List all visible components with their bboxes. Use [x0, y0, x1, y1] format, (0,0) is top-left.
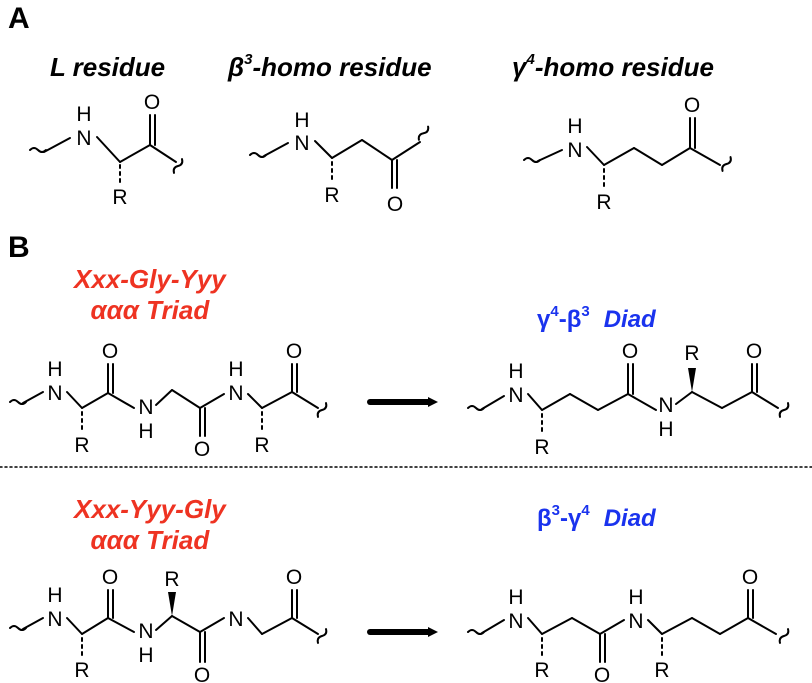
l-residue-structure — [29, 114, 184, 183]
atom-labels: H N O R H N O R H N O R H N O R N H O H … — [47, 91, 762, 683]
atom-r: R — [684, 342, 699, 365]
triad-label-top: Xxx-Gly-Yyy ααα Triad — [74, 264, 226, 325]
beta3-homo-residue-title: β3-homo residue — [228, 51, 432, 82]
atom-n: N — [138, 620, 153, 643]
gamma4-homo-residue-title: γ4-homo residue — [512, 51, 714, 82]
atom-h: H — [228, 358, 243, 381]
gamma4-homo-residue-structure — [523, 117, 732, 187]
atom-r: R — [324, 184, 339, 207]
atom-n: N — [508, 610, 523, 633]
atom-n: N — [658, 394, 673, 417]
atom-o: O — [102, 566, 118, 589]
atom-n: N — [47, 382, 62, 405]
atom-o: O — [194, 664, 210, 683]
atom-o: O — [746, 340, 762, 363]
atom-n: N — [508, 384, 523, 407]
atom-n: N — [47, 608, 62, 631]
atom-h: H — [658, 418, 673, 441]
wavy-bond — [316, 628, 328, 644]
atom-h: H — [47, 584, 62, 607]
atom-o: O — [622, 340, 638, 363]
atom-h: H — [138, 420, 153, 443]
diad-structure-top — [467, 363, 790, 432]
wavy-bond — [172, 158, 184, 174]
atom-n: N — [228, 608, 243, 631]
atom-o: O — [684, 94, 700, 117]
beta3-homo-residue-structure — [249, 125, 430, 189]
l-residue-title: L residue — [50, 52, 166, 82]
triad-structure-top — [9, 363, 328, 437]
atom-r: R — [74, 659, 89, 682]
atom-n: N — [567, 139, 582, 162]
diad-structure-bottom — [467, 589, 790, 663]
atom-n: N — [294, 132, 309, 155]
atom-h: H — [508, 360, 523, 383]
atom-r: R — [654, 659, 669, 682]
triad-structure-bottom — [9, 589, 328, 663]
atom-o: O — [144, 91, 160, 114]
atom-r: R — [534, 436, 549, 459]
atom-r: R — [112, 186, 127, 209]
atom-o: O — [286, 340, 302, 363]
atom-o: O — [194, 438, 210, 461]
atom-o: O — [387, 193, 403, 216]
atom-o: O — [594, 664, 610, 683]
atom-r: R — [596, 191, 611, 214]
atom-h: H — [508, 586, 523, 609]
wavy-bond — [721, 156, 732, 172]
atom-n: N — [138, 396, 153, 419]
wedge-bond — [688, 368, 696, 392]
atom-o: O — [102, 340, 118, 363]
atom-r: R — [254, 434, 269, 457]
atom-n: N — [228, 382, 243, 405]
atom-n: N — [76, 127, 91, 150]
atom-o: O — [742, 566, 758, 589]
wavy-bond — [778, 628, 790, 644]
wavy-bond — [417, 125, 430, 141]
wavy-bond — [316, 402, 328, 418]
atom-h: H — [294, 109, 309, 132]
atom-r: R — [164, 568, 179, 591]
atom-h: H — [567, 115, 582, 138]
atom-r: R — [74, 434, 89, 457]
atom-h: H — [76, 103, 91, 126]
atom-n: N — [628, 610, 643, 633]
atom-h: H — [138, 644, 153, 667]
panel-b-letter: B — [8, 231, 30, 264]
atom-r: R — [534, 659, 549, 682]
triad-label-bottom: Xxx-Yyy-Gly ααα Triad — [74, 494, 226, 555]
panel-a-letter: A — [8, 2, 30, 35]
atom-o: O — [286, 566, 302, 589]
atom-h: H — [628, 586, 643, 609]
wedge-bond — [168, 592, 176, 616]
wavy-bond — [778, 402, 790, 418]
atom-h: H — [47, 358, 62, 381]
